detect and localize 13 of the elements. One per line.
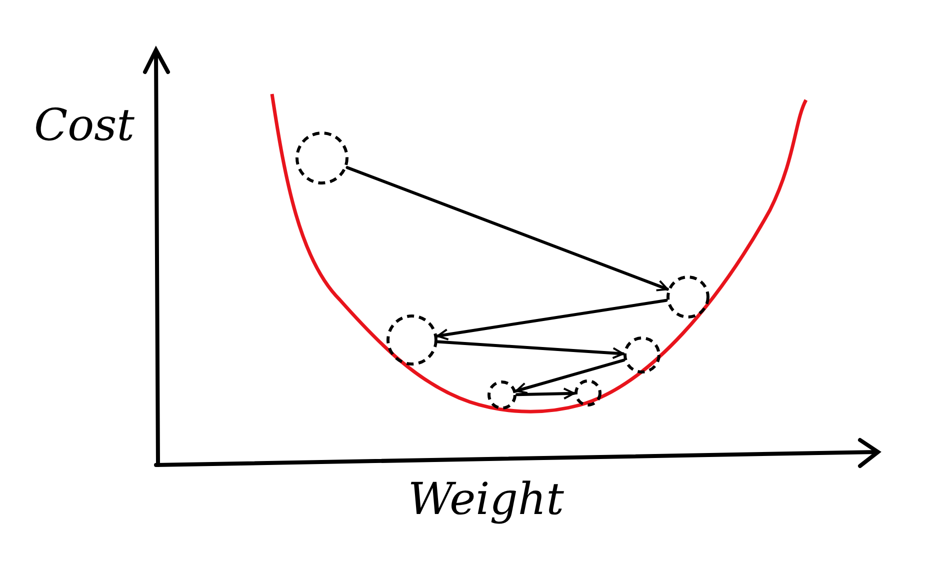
axis-label: Cost — [34, 104, 134, 148]
dashed-circle — [386, 314, 438, 366]
arrow — [514, 358, 626, 394]
axis-label: Weight — [408, 478, 564, 522]
arrow — [516, 388, 576, 400]
dashed-circle — [295, 131, 349, 185]
arrow — [436, 298, 668, 340]
dashed-circle — [574, 379, 602, 407]
dashed-circle — [487, 380, 517, 410]
dashed-circle — [666, 275, 710, 319]
arrow — [346, 166, 669, 292]
dashed-circle — [623, 336, 661, 374]
arrow — [436, 340, 625, 360]
